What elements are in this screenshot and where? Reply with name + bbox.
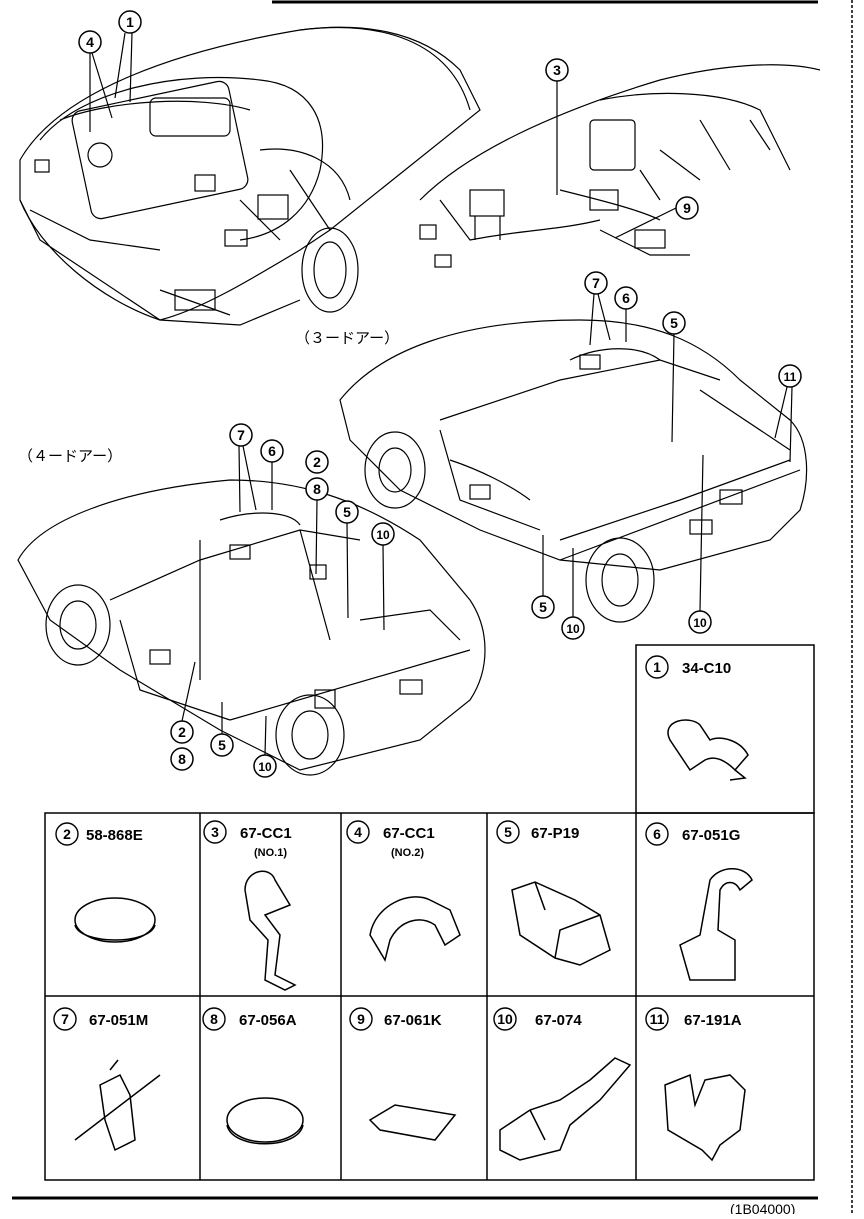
clip-icon-11 <box>664 1073 746 1162</box>
label-4-door: （４ードアー） <box>18 447 122 465</box>
callout-4door-5-bottom: 5 <box>210 702 234 757</box>
callout-4door-5-top-label: 5 <box>343 504 351 520</box>
callout-3-label: 3 <box>553 62 561 78</box>
callout-3door-7-label: 7 <box>592 275 600 291</box>
part-cell-2: 2 58-868E <box>55 822 156 943</box>
footer-code: (1B04000) <box>730 1201 795 1214</box>
part-9-number: 9 <box>357 1011 365 1027</box>
part-cell-9: 9 67-061K <box>349 1007 457 1141</box>
part-1-number: 1 <box>653 659 661 675</box>
callout-3door-10-b: 10 <box>688 454 712 634</box>
callout-4door-10-bottom-label: 10 <box>258 760 272 774</box>
callout-3door-5-bottom: 5 <box>531 535 555 619</box>
clip-icon-10 <box>499 1057 632 1161</box>
callout-3door-5-bottom-label: 5 <box>539 599 547 615</box>
part-11-number: 11 <box>650 1011 665 1027</box>
callout-9-label: 9 <box>683 200 691 216</box>
callout-9: 9 <box>614 196 699 239</box>
part-3-number: 3 <box>211 824 219 840</box>
clip-icon-4 <box>369 896 461 962</box>
callout-4door-2-top-label: 2 <box>313 454 321 470</box>
dashboard-illustration <box>419 64 821 268</box>
callout-4door-7-label: 7 <box>237 427 245 443</box>
part-4-code: 67-CC1 <box>383 825 435 842</box>
part-1-code: 34-C10 <box>682 660 731 677</box>
callout-4door-6-label: 6 <box>268 443 276 459</box>
callout-4door-5-top: 5 <box>335 500 359 619</box>
part-cell-1: 1 34-C10 <box>645 655 749 781</box>
callout-4door-10-top-label: 10 <box>376 528 390 542</box>
part-cell-3: 3 67-CC1 (NO.1) <box>203 820 297 991</box>
part-cell-5: 5 67-P19 <box>496 820 611 966</box>
callout-4door-2-bottom: 2 <box>170 661 196 744</box>
part-cell-7: 7 67-051M <box>53 1007 161 1152</box>
callout-3door-5-top-label: 5 <box>670 315 678 331</box>
callout-4door-8-top: 8 <box>305 477 329 575</box>
callout-4door-2-bottom-label: 2 <box>178 724 186 740</box>
label-3-door: （３ードアー） <box>295 329 399 347</box>
callout-4door-10-top: 10 <box>371 522 395 631</box>
callout-4-label: 4 <box>86 34 94 50</box>
part-8-code: 67-056A <box>239 1012 297 1029</box>
callout-4door-2-top: 2 <box>305 450 329 474</box>
clip-icon-7 <box>74 1059 161 1152</box>
callout-4door-7: 7 <box>229 423 257 513</box>
callout-4door-8-bottom-label: 8 <box>178 751 186 767</box>
callout-4door-8-bottom: 8 <box>170 747 194 771</box>
callout-3door-10-a: 10 <box>561 548 585 640</box>
plug-icon-2 <box>74 897 156 943</box>
engine-bay-illustration <box>19 26 481 326</box>
part-cell-4: 4 67-CC1 (NO.2) <box>346 820 461 962</box>
part-2-code: 58-868E <box>86 827 143 844</box>
three-door-car-illustration <box>339 319 808 623</box>
part-4-number: 4 <box>354 824 362 840</box>
callout-3: 3 <box>545 58 569 195</box>
callout-3door-10-b-label: 10 <box>693 616 707 630</box>
parts-table-grid <box>44 644 815 1181</box>
four-door-car-illustration <box>17 479 486 776</box>
part-10-code: 67-074 <box>535 1012 582 1029</box>
pad-icon-9 <box>368 1104 457 1141</box>
callout-3door-5-top: 5 <box>662 311 686 443</box>
part-5-code: 67-P19 <box>531 825 579 842</box>
part-2-number: 2 <box>63 826 71 842</box>
clip-icon-5 <box>511 881 611 966</box>
part-3-code: 67-CC1 <box>240 825 292 842</box>
clip-icon-3 <box>244 870 297 991</box>
callout-3door-7: 7 <box>584 271 611 346</box>
callout-4door-10-bottom: 10 <box>253 715 277 778</box>
part-6-number: 6 <box>653 826 661 842</box>
callout-4door-8-top-label: 8 <box>313 481 321 497</box>
part-cell-11: 11 67-191A <box>645 1007 746 1162</box>
part-cell-6: 6 67-051G <box>645 822 753 981</box>
part-10-number: 10 <box>497 1011 513 1027</box>
callout-3door-6-label: 6 <box>622 290 630 306</box>
callout-3door-11-label: 11 <box>784 370 797 384</box>
part-7-number: 7 <box>61 1011 69 1027</box>
callout-4: 4 <box>78 30 113 132</box>
clip-icon-6 <box>679 868 753 981</box>
callout-1: 1 <box>114 10 142 103</box>
callout-3door-6: 6 <box>614 286 638 342</box>
part-3-sub: (NO.1) <box>254 847 287 859</box>
part-9-code: 67-061K <box>384 1012 442 1029</box>
part-cell-8: 8 67-056A <box>202 1007 304 1145</box>
clip-icon-1 <box>667 719 749 781</box>
part-11-code: 67-191A <box>684 1012 742 1029</box>
callout-4door-5-bottom-label: 5 <box>218 737 226 753</box>
callout-4door-6: 6 <box>260 439 284 510</box>
part-6-code: 67-051G <box>682 827 740 844</box>
part-4-sub: (NO.2) <box>391 847 424 859</box>
callout-3door-11: 11 <box>774 364 802 463</box>
plug-icon-8 <box>226 1097 304 1145</box>
part-5-number: 5 <box>504 824 512 840</box>
part-cell-10: 10 67-074 <box>493 1007 632 1161</box>
part-7-code: 67-051M <box>89 1012 148 1029</box>
callout-1-label: 1 <box>126 14 134 30</box>
part-8-number: 8 <box>210 1011 218 1027</box>
callout-3door-10-a-label: 10 <box>566 622 580 636</box>
